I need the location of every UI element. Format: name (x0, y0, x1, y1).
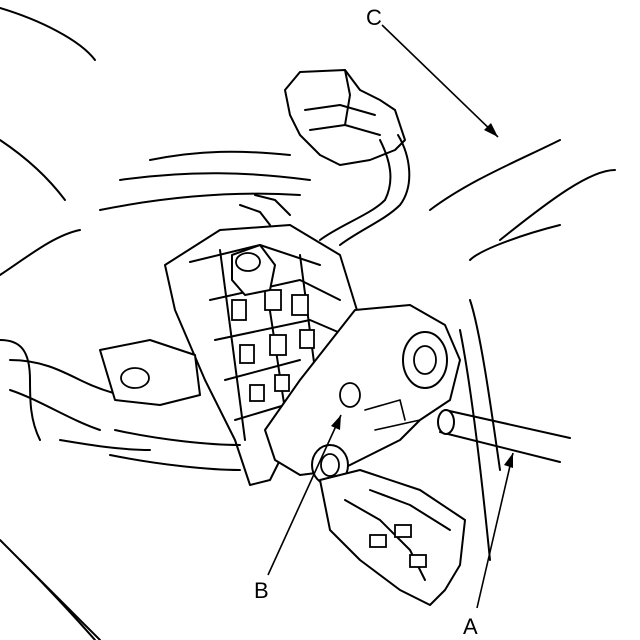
leader-c (381, 24, 499, 138)
callout-c: C (366, 5, 382, 30)
shaft-a (437, 299, 571, 561)
side-bracket (99, 339, 241, 471)
leader-b (267, 414, 342, 576)
top-connector (284, 69, 406, 166)
sensor-body (264, 304, 461, 486)
mounting-bracket (164, 224, 361, 486)
harness-connector (319, 469, 466, 606)
callout-leaders (267, 24, 514, 609)
leader-c-arrow (484, 123, 498, 137)
leader-b-arrow (331, 415, 341, 430)
leader-a-arrow (504, 453, 513, 468)
cable (239, 134, 411, 246)
callout-a: A (463, 614, 478, 639)
leader-a (476, 452, 514, 609)
callout-b: B (254, 578, 269, 603)
bracket-stud (231, 244, 276, 296)
body-panels (0, 7, 616, 640)
